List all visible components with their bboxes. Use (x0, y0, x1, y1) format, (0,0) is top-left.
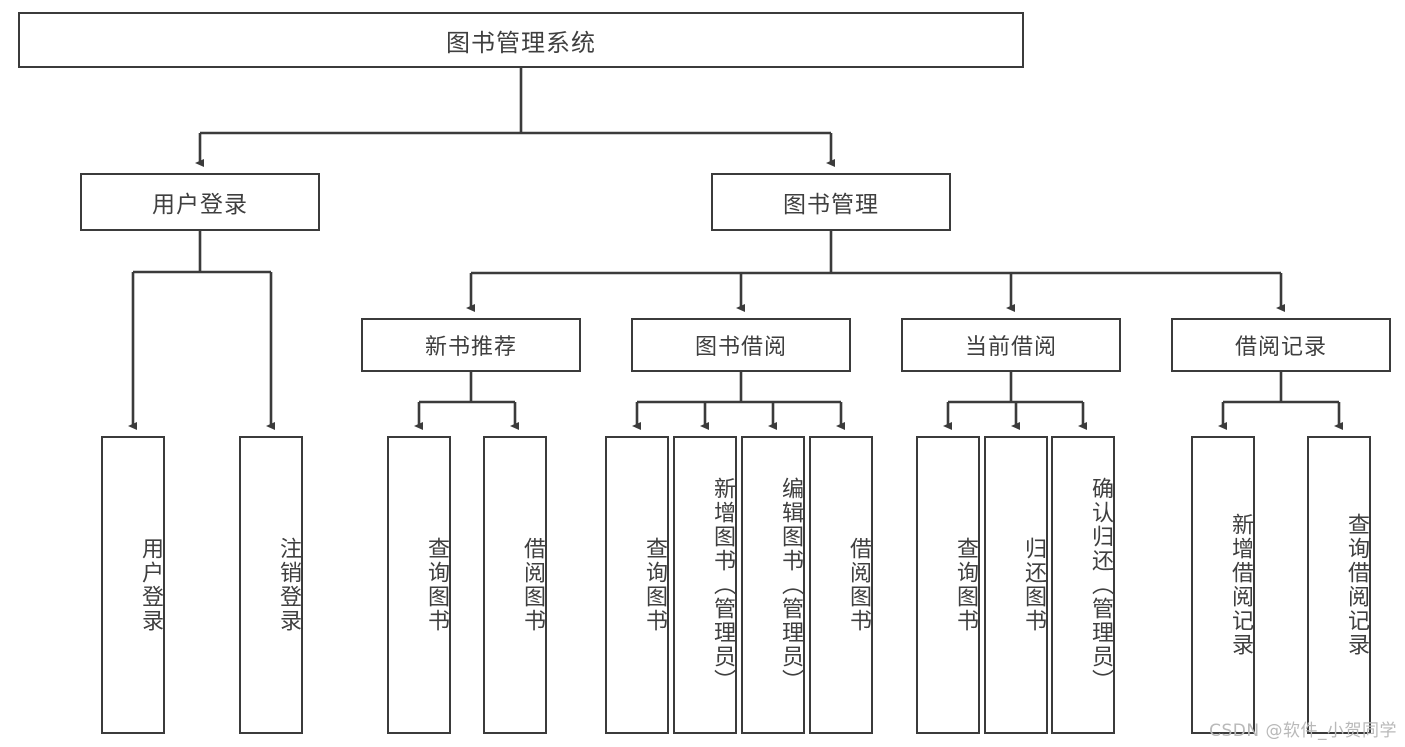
node-label: 借阅记录 (1234, 335, 1327, 360)
node-new-book-recommend[interactable]: 新书推荐 (361, 318, 581, 372)
node-label: 查询图书 (953, 537, 978, 633)
node-book-management[interactable]: 图书管理 (711, 173, 951, 231)
node-label: 查询借阅记录 (1344, 513, 1369, 657)
node-label: 查询图书 (424, 537, 449, 633)
node-label: 查询图书 (642, 537, 667, 633)
node-label: 新书推荐 (424, 335, 517, 360)
node-label: 注销登录 (276, 537, 301, 633)
leaf-user-login-logout[interactable]: 注销登录 (239, 436, 303, 734)
node-label: 确认归还（管理员） (1088, 477, 1113, 693)
leaf-current-return-book[interactable]: 归还图书 (984, 436, 1048, 734)
node-user-login[interactable]: 用户登录 (80, 173, 320, 231)
leaf-current-query-book[interactable]: 查询图书 (916, 436, 980, 734)
leaf-user-login-login[interactable]: 用户登录 (101, 436, 165, 734)
leaf-recommend-query-book[interactable]: 查询图书 (387, 436, 451, 734)
watermark-text: CSDN @软件_小贺同学 (1209, 721, 1397, 741)
node-current-borrow[interactable]: 当前借阅 (901, 318, 1121, 372)
leaf-borrow-query-book[interactable]: 查询图书 (605, 436, 669, 734)
node-label: 新增图书（管理员） (710, 477, 735, 693)
leaf-borrow-edit-book-admin[interactable]: 编辑图书（管理员） (741, 436, 805, 734)
node-label: 当前借阅 (964, 335, 1057, 360)
leaf-record-query-record[interactable]: 查询借阅记录 (1307, 436, 1371, 734)
leaf-borrow-add-book-admin[interactable]: 新增图书（管理员） (673, 436, 737, 734)
node-label: 图书借阅 (694, 335, 787, 360)
node-label: 图书管理 (783, 192, 879, 218)
node-label: 新增借阅记录 (1228, 513, 1253, 657)
node-label: 借阅图书 (846, 537, 871, 633)
node-label: 编辑图书（管理员） (778, 477, 803, 693)
leaf-recommend-borrow-book[interactable]: 借阅图书 (483, 436, 547, 734)
node-root-system[interactable]: 图书管理系统 (18, 12, 1024, 68)
leaf-record-add-record[interactable]: 新增借阅记录 (1191, 436, 1255, 734)
node-label: 图书管理系统 (446, 28, 596, 57)
leaf-current-confirm-return-admin[interactable]: 确认归还（管理员） (1051, 436, 1115, 734)
node-label: 借阅图书 (520, 537, 545, 633)
leaf-borrow-borrow-book[interactable]: 借阅图书 (809, 436, 873, 734)
node-borrow-record[interactable]: 借阅记录 (1171, 318, 1391, 372)
node-label: 归还图书 (1021, 537, 1046, 633)
node-label: 用户登录 (138, 537, 163, 633)
node-label: 用户登录 (152, 192, 248, 218)
node-book-borrow[interactable]: 图书借阅 (631, 318, 851, 372)
